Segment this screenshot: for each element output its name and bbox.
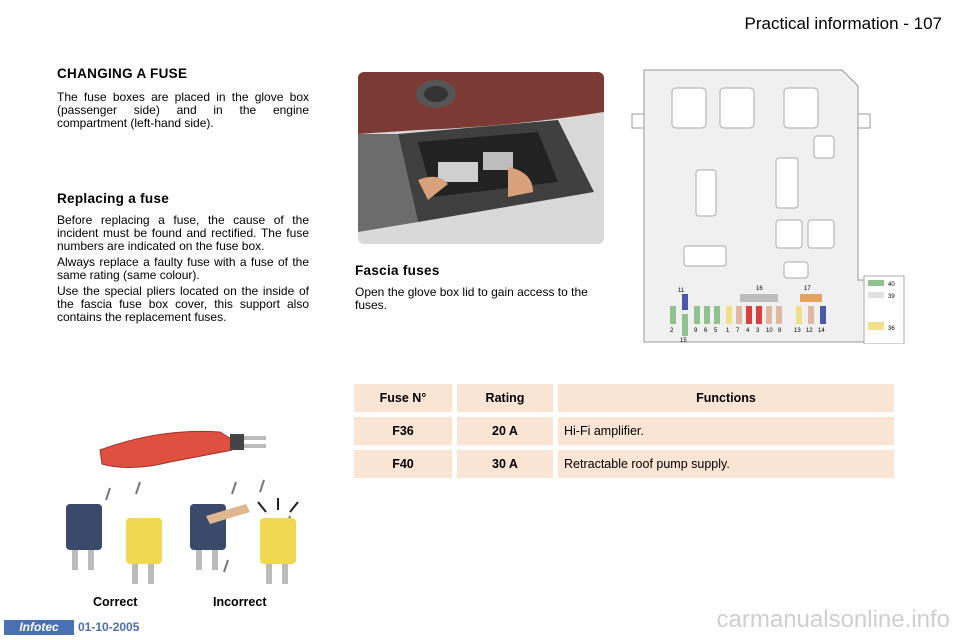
intro-paragraph: The fuse boxes are placed in the glove b… [57,90,309,130]
replacing-title: Replacing a fuse [57,191,170,206]
table-row: F36 20 A Hi-Fi amplifier. [354,417,894,445]
function-cell: Hi-Fi amplifier. [558,417,894,445]
diagram-label-3: 3 [756,328,760,334]
diagram-label-12: 12 [806,328,813,334]
header-fuse-number: Fuse N° [354,384,452,412]
table-row: F40 30 A Retractable roof pump supply. [354,450,894,478]
diagram-label-10: 10 [766,328,773,334]
footer-date: 01-10-2005 [78,620,140,634]
fuse-box-diagram: 11 16 17 2 9 6 5 1 7 4 3 10 8 13 12 14 1… [614,66,906,345]
fuse-number-cell: F36 [354,417,452,445]
diagram-label-7: 7 [736,328,740,334]
function-cell: Retractable roof pump supply. [558,450,894,478]
diagram-label-39: 39 [888,294,895,300]
watermark: carmanualsonline.info [716,606,950,633]
replacing-paragraph-3: Use the special pliers located on the in… [57,284,309,324]
diagram-label-9: 9 [694,328,698,334]
diagram-label-4: 4 [746,328,750,334]
fuse-pliers-illustration [60,420,310,590]
diagram-label-1: 1 [726,328,730,334]
fuse-table: Fuse N° Rating Functions F36 20 A Hi-Fi … [349,379,899,483]
replacing-paragraph-1: Before replacing a fuse, the cause of th… [57,213,309,253]
replacing-paragraph-2: Always replace a faulty fuse with a fuse… [57,255,309,282]
diagram-label-17: 17 [804,286,811,292]
diagram-label-6: 6 [704,328,708,334]
diagram-label-14: 14 [818,328,825,334]
fuse-number-cell: F40 [354,450,452,478]
page-header: Practical information - 107 [744,14,942,33]
diagram-label-40: 40 [888,282,895,288]
diagram-label-16: 16 [756,286,763,292]
diagram-label-8: 8 [778,328,782,334]
header-functions: Functions [558,384,894,412]
rating-cell: 20 A [457,417,553,445]
fascia-text: Open the glove box lid to gain access to… [355,285,588,312]
caption-incorrect: Incorrect [213,595,267,609]
rating-cell: 30 A [457,450,553,478]
section-title: CHANGING A FUSE [57,66,188,81]
caption-correct: Correct [93,595,138,609]
replacing-fuse-section: Replacing a fuse Before replacing a fuse… [57,191,309,324]
changing-fuse-section: CHANGING A FUSE The fuse boxes are place… [57,66,309,130]
infotec-logo: Infotec [4,620,74,635]
fascia-fuses-section: Fascia fuses Open the glove box lid to g… [355,263,607,312]
diagram-label-15: 15 [680,338,687,344]
header-rating: Rating [457,384,553,412]
glove-box-photo [358,72,604,244]
fascia-title: Fascia fuses [355,263,440,278]
diagram-label-11: 11 [678,288,685,294]
diagram-label-13: 13 [794,328,801,334]
table-header-row: Fuse N° Rating Functions [354,384,894,412]
diagram-label-2: 2 [670,328,674,334]
diagram-label-5: 5 [714,328,718,334]
diagram-label-36: 36 [888,326,895,332]
